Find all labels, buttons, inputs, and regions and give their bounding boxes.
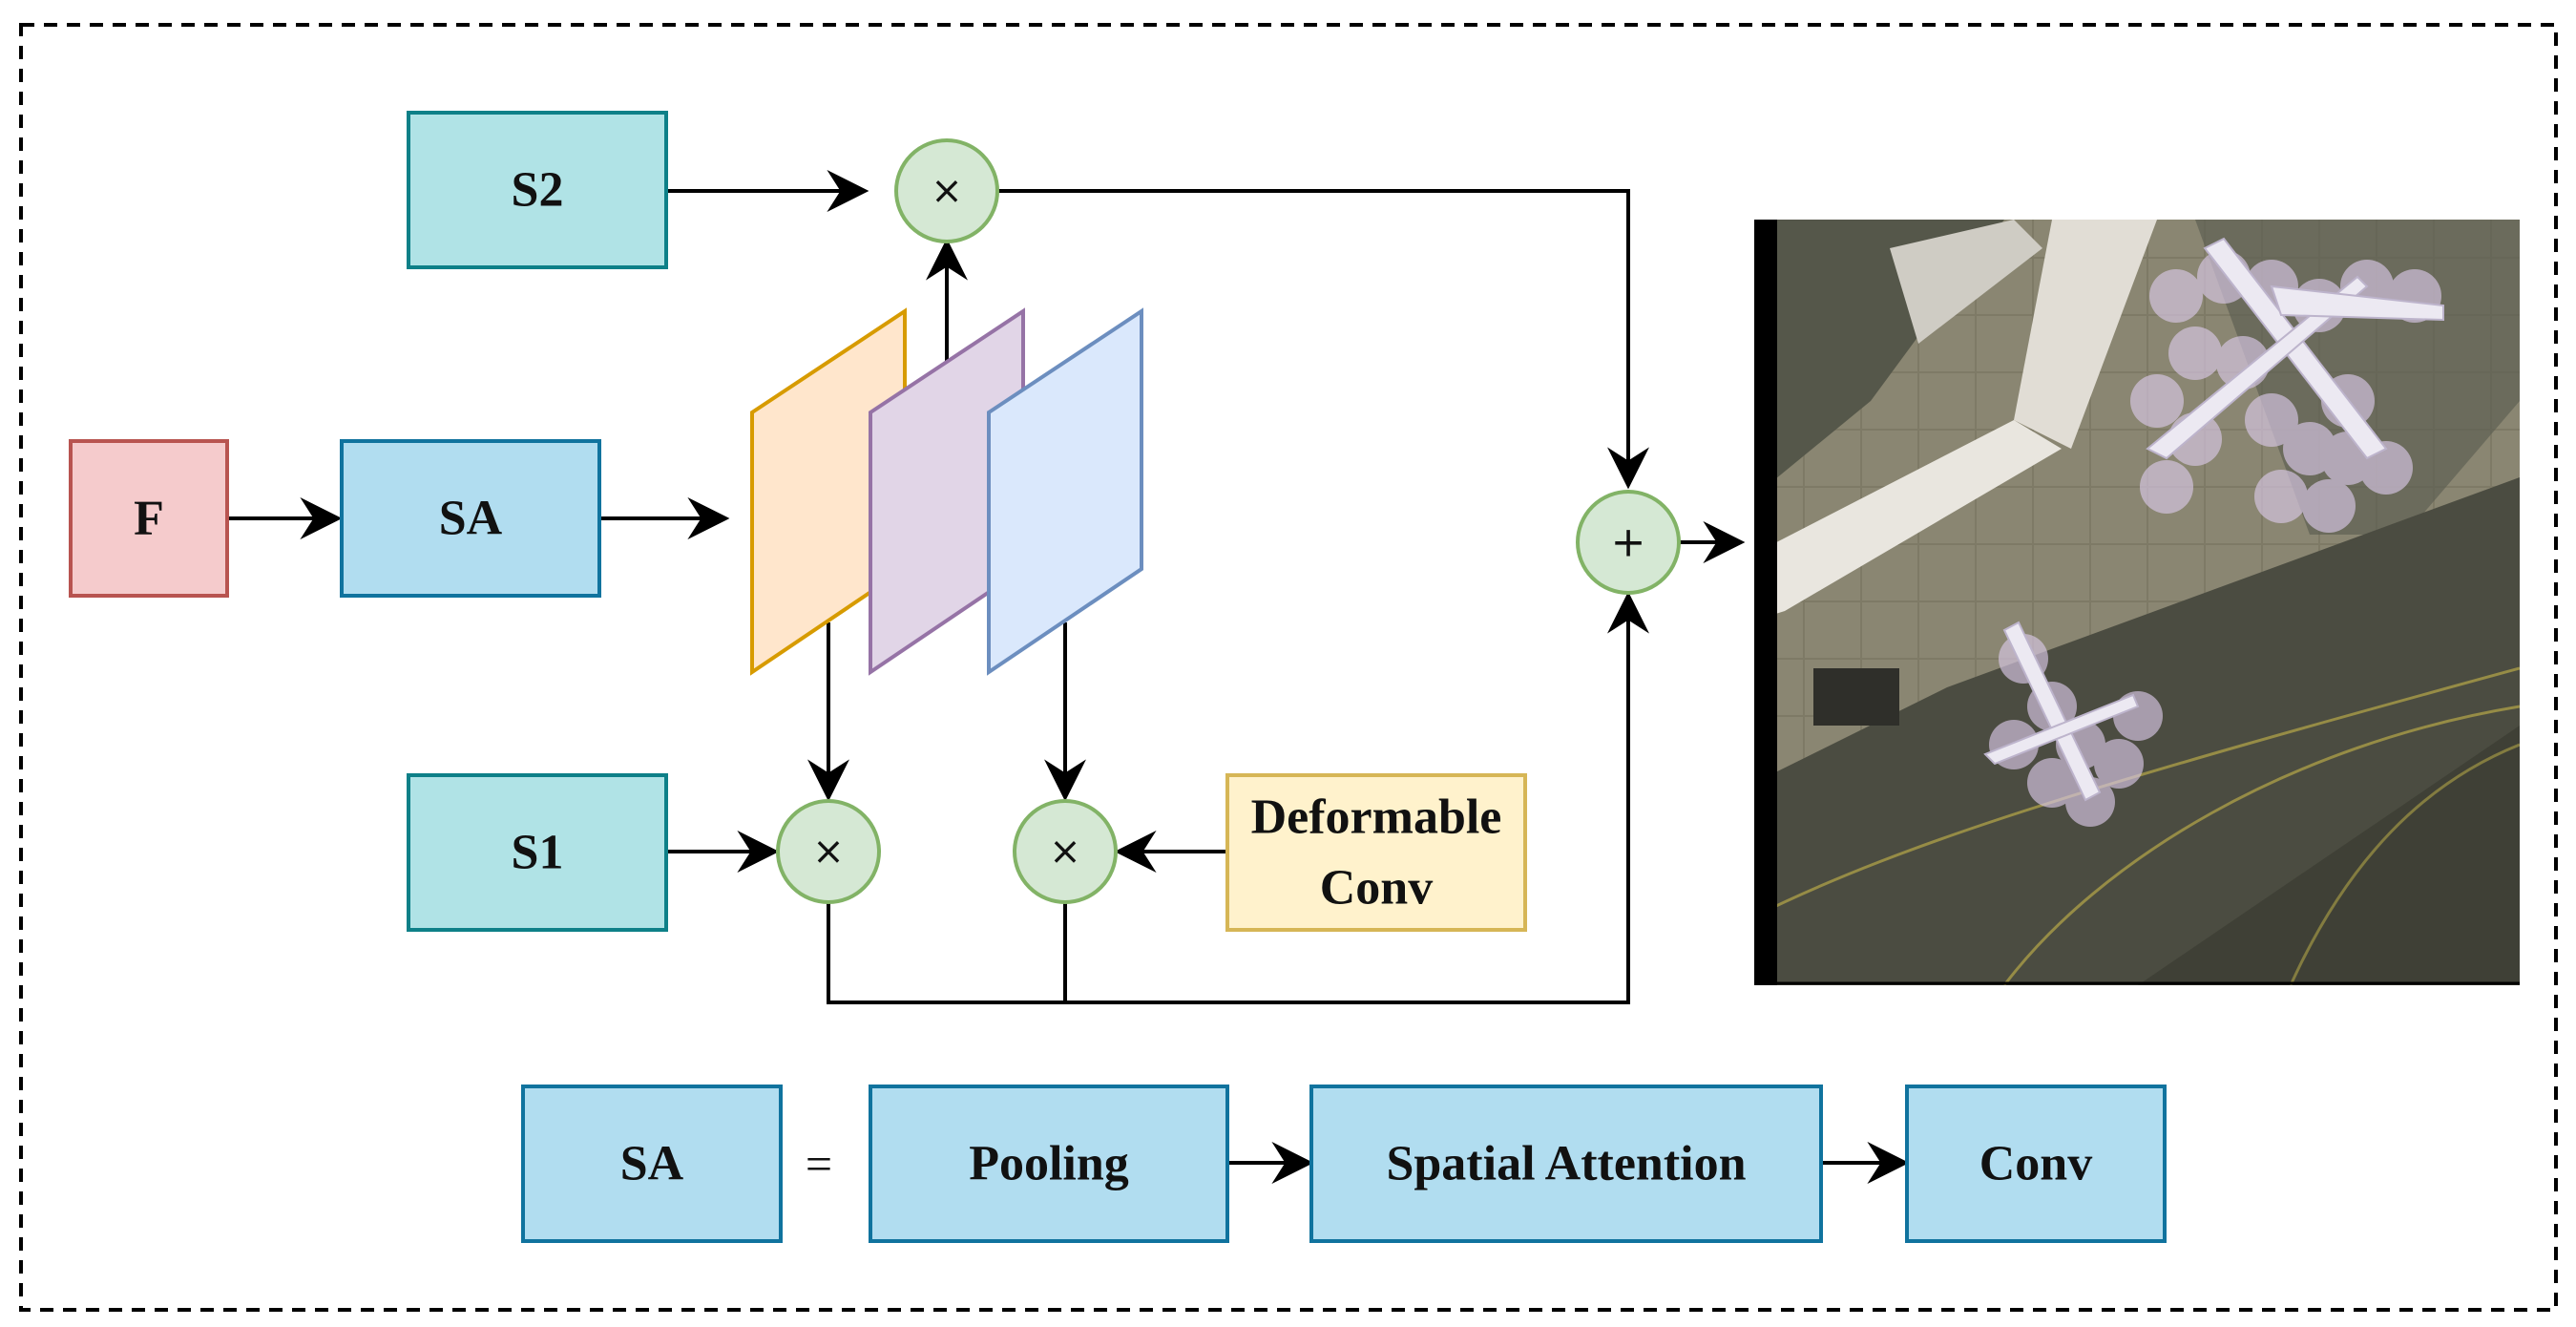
legend-pooling: Pooling [869, 1085, 1229, 1243]
plane-blue [987, 307, 1143, 676]
node-s1-label: S1 [512, 826, 564, 880]
multiply-symbol-top: × [931, 169, 963, 213]
multiply-symbol-left: × [812, 830, 845, 874]
node-sa-label: SA [439, 492, 503, 546]
node-s2-label: S2 [512, 163, 564, 218]
add-op: + [1576, 490, 1681, 595]
node-deformable-conv: Deformable Conv [1225, 773, 1527, 932]
output-aerial-image [1754, 220, 2520, 985]
node-s1: S1 [407, 773, 668, 932]
legend-sa: SA [521, 1085, 783, 1243]
legend-conv-label: Conv [1979, 1137, 2092, 1191]
equals-sign: = [806, 1137, 832, 1190]
outer-frame [19, 23, 2558, 1312]
multiply-op-right: × [1013, 799, 1118, 904]
deformable-label-line2: Conv [1320, 861, 1433, 916]
add-symbol: + [1611, 518, 1646, 567]
deformable-label-line1: Deformable [1251, 790, 1502, 845]
node-s2: S2 [407, 111, 668, 269]
multiply-symbol-right: × [1049, 830, 1081, 874]
node-sa: SA [340, 439, 601, 598]
legend-sa-label: SA [620, 1137, 684, 1191]
legend-spatial-attention: Spatial Attention [1309, 1085, 1823, 1243]
multiply-op-left: × [776, 799, 881, 904]
node-f-label: F [134, 492, 164, 546]
legend-pooling-label: Pooling [969, 1137, 1129, 1191]
multiply-op-top: × [894, 138, 999, 243]
arrow-bottom-merge-to-add [827, 591, 1649, 1004]
connectors [227, 170, 1910, 1184]
sa-definition: SA = Pooling Spatial Attention Conv [521, 1085, 2167, 1243]
legend-spatial-attention-label: Spatial Attention [1386, 1137, 1746, 1191]
node-f: F [69, 439, 229, 598]
arrow-multiply-top-to-add [998, 189, 1649, 490]
legend-conv: Conv [1905, 1085, 2167, 1243]
feature-planes [750, 307, 1143, 676]
